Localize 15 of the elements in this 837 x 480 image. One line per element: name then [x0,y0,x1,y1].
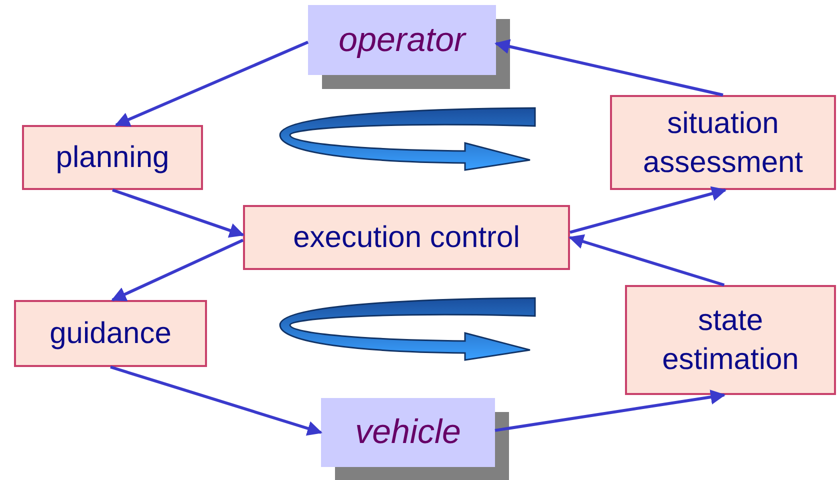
arrow [494,39,724,96]
arrow [114,40,309,127]
process-box: planning [22,125,203,190]
arrow [110,366,322,436]
process-box: guidance [14,300,207,367]
arrow [112,188,244,238]
arrow [111,238,244,302]
arrow [568,234,725,286]
actor-box: vehicle [321,398,495,467]
process-box: situation assessment [610,95,836,190]
arrow [570,186,727,234]
process-box: state estimation [625,285,836,395]
process-box: execution control [243,205,570,270]
arrow [494,390,726,432]
actor-box: operator [308,5,496,75]
